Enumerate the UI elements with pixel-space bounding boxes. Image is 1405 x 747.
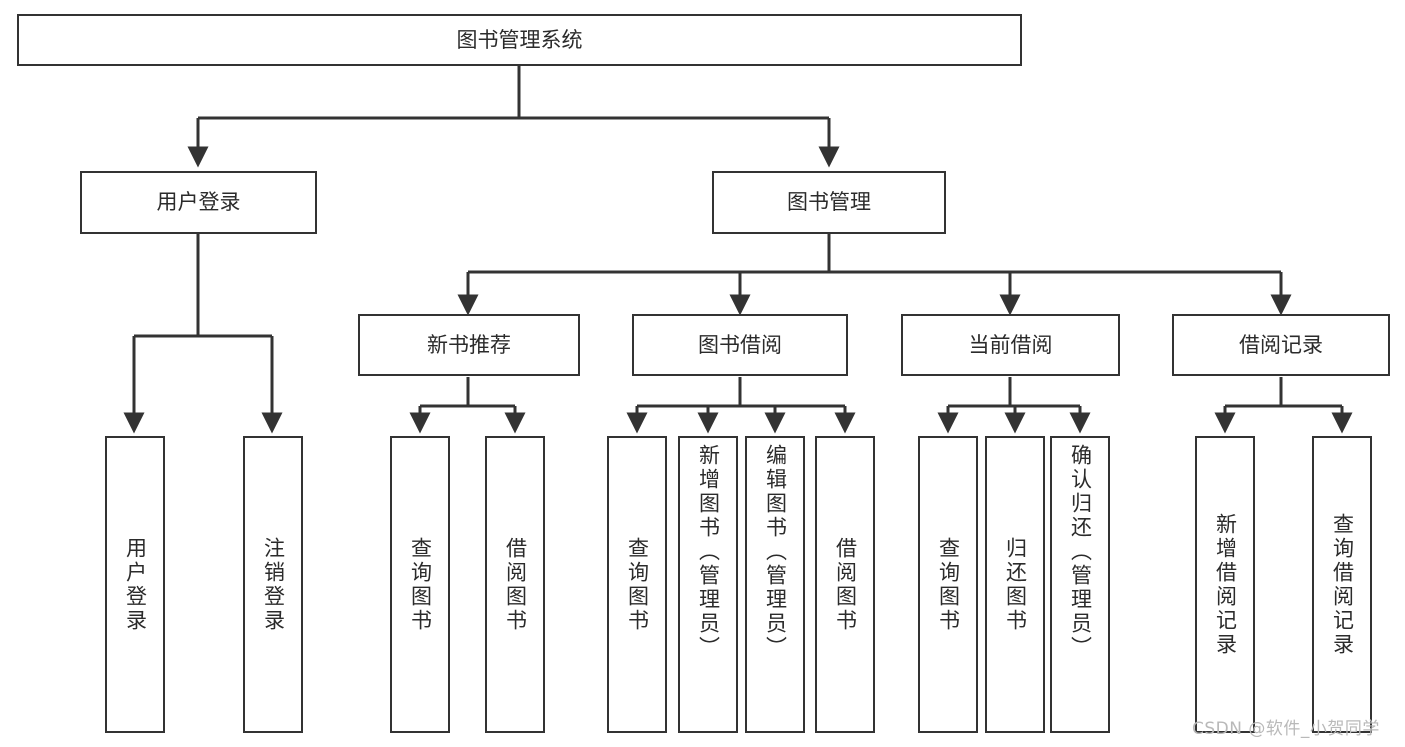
leaf-logout-label: 注销登录 [261, 536, 286, 633]
node-new-book-recommend[interactable]: 新书推荐 [358, 314, 580, 376]
leaf-borrow-add-book-admin-label: 新增图书（管理员） [696, 444, 721, 660]
node-borrow-record[interactable]: 借阅记录 [1172, 314, 1390, 376]
leaf-recommend-borrow-book-label: 借阅图书 [503, 536, 528, 633]
leaf-current-query-book[interactable]: 查询图书 [918, 436, 978, 733]
node-new-book-recommend-label: 新书推荐 [427, 332, 511, 357]
leaf-current-confirm-return-admin-label: 确认归还（管理员） [1068, 444, 1093, 660]
leaf-logout[interactable]: 注销登录 [243, 436, 303, 733]
leaf-recommend-query-book-label: 查询图书 [408, 536, 433, 633]
node-book-borrow[interactable]: 图书借阅 [632, 314, 848, 376]
node-root-label: 图书管理系统 [456, 27, 583, 52]
leaf-borrow-add-book-admin[interactable]: 新增图书（管理员） [678, 436, 738, 733]
leaf-borrow-query-book[interactable]: 查询图书 [607, 436, 667, 733]
leaf-borrow-edit-book-admin-label: 编辑图书（管理员） [763, 444, 788, 660]
leaf-borrow-borrow-book[interactable]: 借阅图书 [815, 436, 875, 733]
leaf-record-query-record-label: 查询借阅记录 [1330, 512, 1355, 657]
leaf-recommend-borrow-book[interactable]: 借阅图书 [485, 436, 545, 733]
node-user-login[interactable]: 用户登录 [80, 171, 317, 234]
node-root-book-management-system[interactable]: 图书管理系统 [17, 14, 1022, 66]
node-borrow-record-label: 借阅记录 [1239, 332, 1323, 357]
node-user-login-label: 用户登录 [156, 190, 241, 215]
leaf-recommend-query-book[interactable]: 查询图书 [390, 436, 450, 733]
leaf-user-login[interactable]: 用户登录 [105, 436, 165, 733]
leaf-borrow-edit-book-admin[interactable]: 编辑图书（管理员） [745, 436, 805, 733]
leaf-current-confirm-return-admin[interactable]: 确认归还（管理员） [1050, 436, 1110, 733]
node-book-borrow-label: 图书借阅 [698, 332, 782, 357]
node-current-borrow-label: 当前借阅 [968, 332, 1053, 357]
leaf-current-return-book-label: 归还图书 [1003, 536, 1028, 633]
leaf-record-query-record[interactable]: 查询借阅记录 [1312, 436, 1372, 733]
node-book-management[interactable]: 图书管理 [712, 171, 946, 234]
leaf-borrow-query-book-label: 查询图书 [625, 536, 650, 633]
leaf-record-add-record[interactable]: 新增借阅记录 [1195, 436, 1255, 733]
leaf-current-query-book-label: 查询图书 [936, 536, 961, 633]
leaf-record-add-record-label: 新增借阅记录 [1213, 512, 1238, 657]
leaf-borrow-borrow-book-label: 借阅图书 [833, 536, 858, 633]
leaf-user-login-label: 用户登录 [123, 536, 148, 633]
node-current-borrow[interactable]: 当前借阅 [901, 314, 1120, 376]
csdn-watermark: CSDN @软件_小贺同学 [1192, 719, 1380, 739]
node-book-management-label: 图书管理 [787, 190, 871, 215]
leaf-current-return-book[interactable]: 归还图书 [985, 436, 1045, 733]
